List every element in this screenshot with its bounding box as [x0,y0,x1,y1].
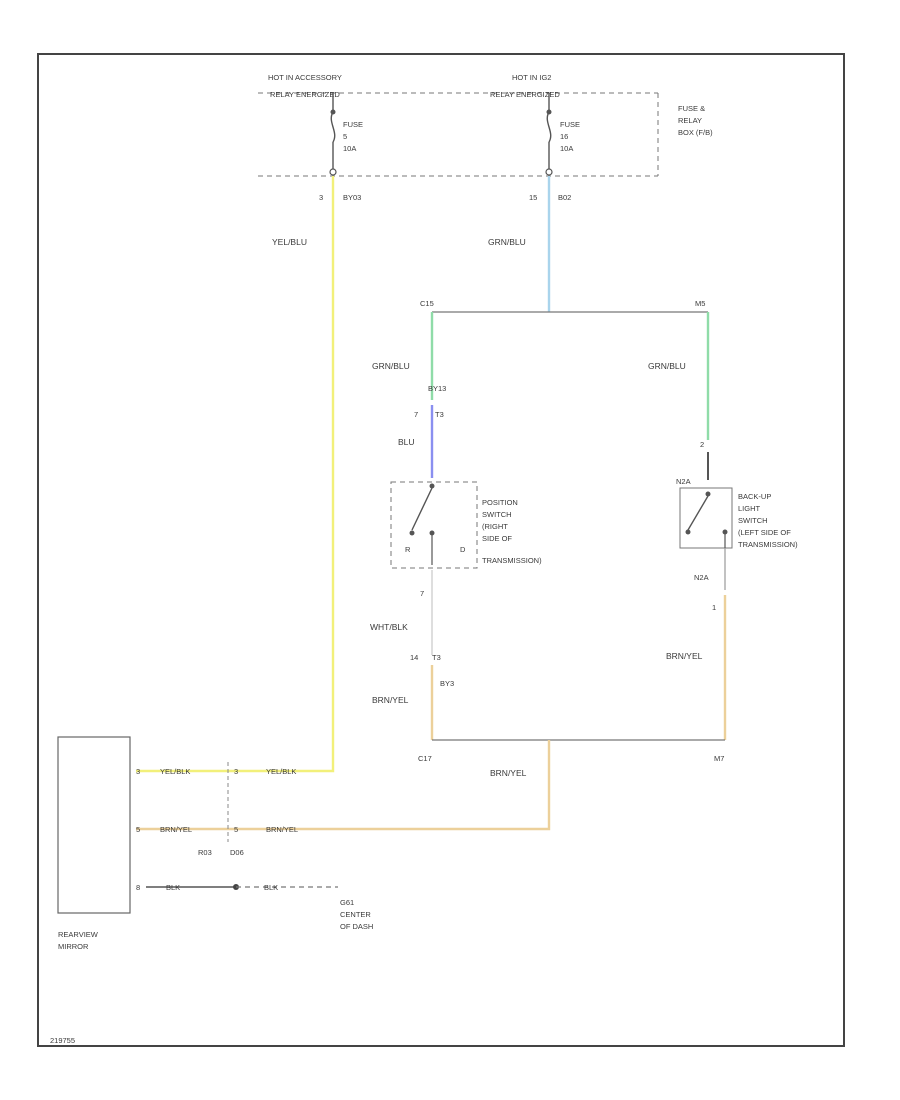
fuse-2-label-1: FUSE [560,120,580,129]
backup-switch-label-5: TRANSMISSION) [738,540,798,549]
position-switch-label-5: TRANSMISSION) [482,556,542,565]
wire-grn-blu-label: GRN/BLU [488,237,526,247]
position-switch-box [390,481,478,569]
fuse-2 [545,93,553,176]
position-switch-pin-top: 7 [414,410,418,419]
mirror-conn-1: R03 [198,848,212,857]
position-switch-conn-top: T3 [435,410,444,419]
splice-bottom-right-label: M7 [714,754,724,763]
hot-ig2-label-2: RELAY ENERGIZED [490,90,560,99]
fuse-2-label-2: 16 [560,132,568,141]
fuse-1-label-1: FUSE [343,120,363,129]
wire-brn-yel-left-label: BRN/YEL [372,695,409,705]
splice-bottom-left-label: C17 [418,754,432,763]
fuse-2-conn: B02 [558,193,571,202]
fuse-box-label-3: BOX (F/B) [678,128,713,137]
backup-switch-contact [685,491,728,548]
position-switch-conn: BY13 [428,384,446,393]
mirror-top-right-label: YEL/BLK [266,767,296,776]
backup-switch-nc-top: N2A [676,477,691,486]
ground-label-1: G61 [340,898,354,907]
fuse-box-label-2: RELAY [678,116,702,125]
hot-ig2-label-1: HOT IN IG2 [512,73,551,82]
fuse-box-label-1: FUSE & [678,104,705,113]
wire-brn-yel-center-label: BRN/YEL [490,768,527,778]
fuse-1-pin: 3 [319,193,323,202]
position-switch-conn-below: T3 [432,653,441,662]
wire-yel-blu [232,176,335,773]
mirror-pin-1: 3 [136,767,140,776]
mirror-pin-2: 5 [136,825,140,834]
mirror-conn-2: D06 [230,848,244,857]
backup-switch-label-2: LIGHT [738,504,761,513]
wire-brn-yel-right-label: BRN/YEL [666,651,703,661]
splice-top-right-label: M5 [695,299,705,308]
backup-switch-pin-top: 2 [700,440,704,449]
gnd-right-label: BLK [264,883,278,892]
wire-yel-blu-label: YEL/BLU [272,237,307,247]
hot-accessory-label-2: RELAY ENERGIZED [270,90,340,99]
backup-switch-label-1: BACK-UP [738,492,771,501]
ground-label-2: CENTER [340,910,371,919]
fuse-1 [329,93,337,176]
backup-switch-nc-bottom: N2A [694,573,709,582]
position-switch-label-1: POSITION [482,498,518,507]
mirror-mid-right-label: BRN/YEL [266,825,298,834]
hot-accessory-label-1: HOT IN ACCESSORY [268,73,342,82]
fuse-1-label-3: 10A [343,144,356,153]
wire-grn-right-label: GRN/BLU [648,361,686,371]
position-switch-pin-bottom: 7 [420,589,424,598]
mirror-pin-3: 8 [136,883,140,892]
position-switch-label-3: (RIGHT [482,522,508,531]
backup-switch-label-3: SWITCH [738,516,768,525]
wire-grn-left-label: GRN/BLU [372,361,410,371]
fuse-2-label-3: 10A [560,144,573,153]
backup-switch-box [679,487,733,549]
rearview-mirror-label-1: REARVIEW [58,930,99,939]
wire-blu-label: BLU [398,437,415,447]
wire-brn-yel-center [232,740,551,831]
gnd-left-label: BLK [166,883,180,892]
backup-switch-pin-bottom: 1 [712,603,716,612]
splice-top-left-label: C15 [420,299,434,308]
position-switch-pin-below: 14 [410,653,418,662]
position-switch-contact [409,483,435,565]
wire-wht-blk-label: WHT/BLK [370,622,408,632]
fuse-1-conn: BY03 [343,193,361,202]
position-switch-pos-r: R [405,545,411,554]
position-switch-pos-d: D [460,545,466,554]
mirror-conn-pin-1: 3 [234,767,238,776]
mirror-top-left-label: YEL/BLK [160,767,190,776]
rearview-mirror-label-2: MIRROR [58,942,89,951]
fuse-1-label-2: 5 [343,132,347,141]
backup-switch-label-4: (LEFT SIDE OF [738,528,791,537]
position-switch-conn-below-2: BY3 [440,679,454,688]
mirror-conn-pin-2: 5 [234,825,238,834]
diagram-frame [37,53,845,1047]
position-switch-label-4: SIDE OF [482,534,512,543]
fuse-relay-box [258,92,659,177]
rearview-mirror-box [57,736,131,914]
footer-code: 219755 [50,1036,75,1045]
fuse-2-pin: 15 [529,193,537,202]
mirror-mid-left-label: BRN/YEL [160,825,192,834]
position-switch-label-2: SWITCH [482,510,512,519]
ground-label-3: OF DASH [340,922,373,931]
